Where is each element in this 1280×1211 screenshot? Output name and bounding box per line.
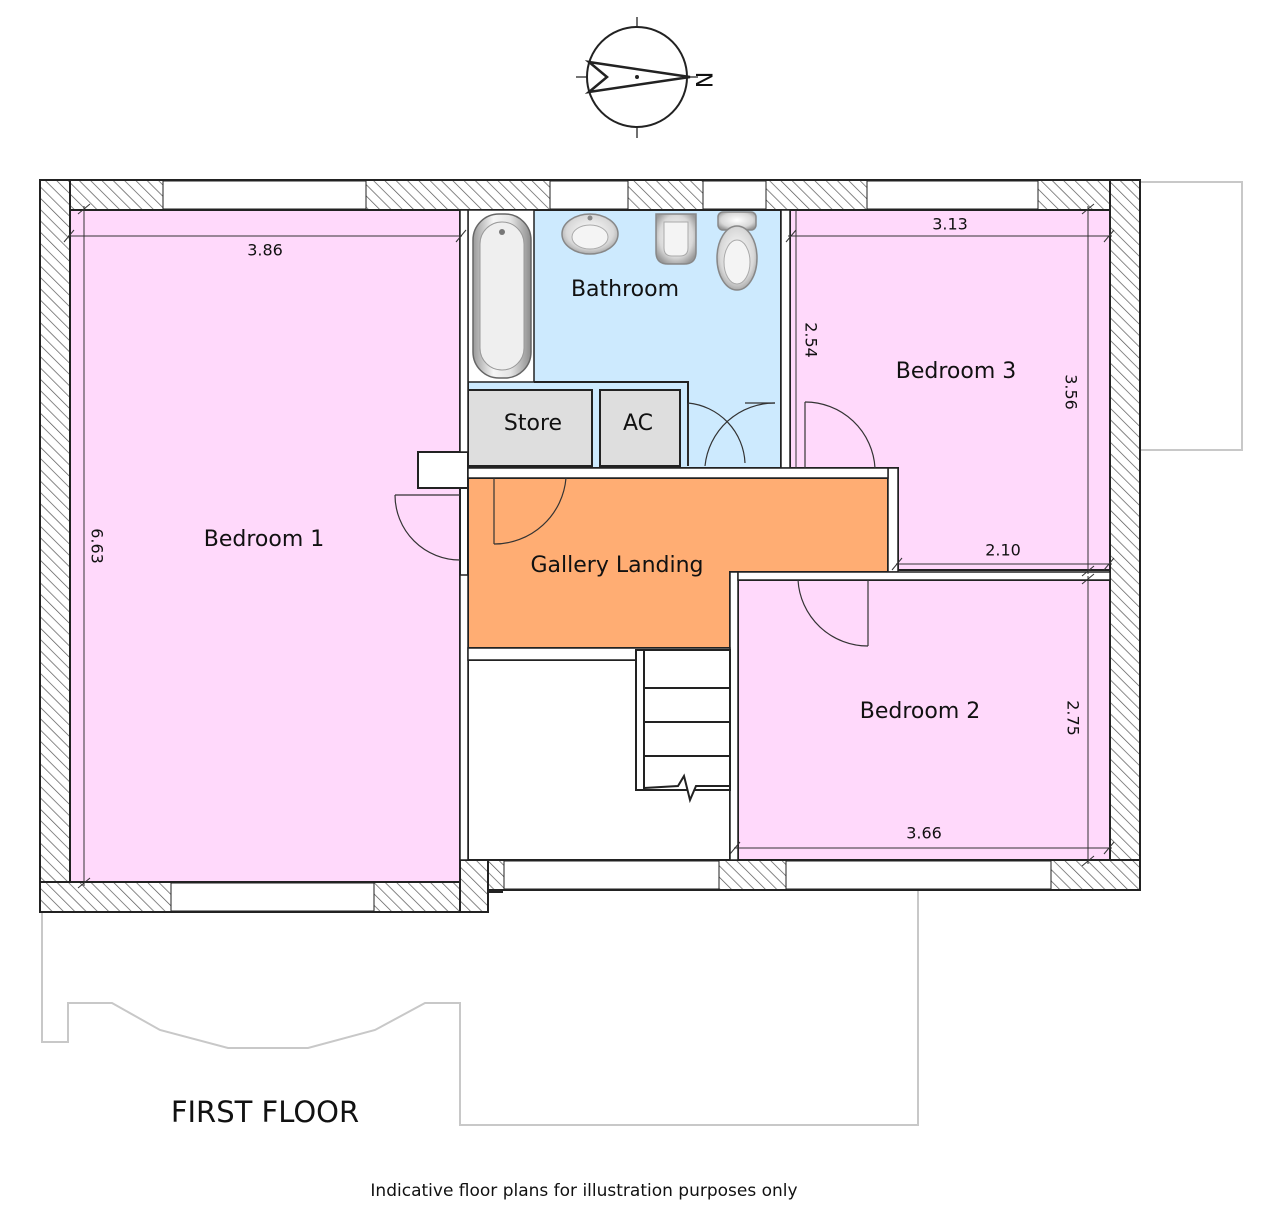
dim-bedroom3-width: 3.13 <box>932 215 968 234</box>
label-gallery-landing: Gallery Landing <box>530 553 703 578</box>
washbasin-icon <box>561 213 619 255</box>
bedroom-2-area <box>737 579 1111 861</box>
doors <box>394 401 876 647</box>
dimension-lines <box>63 203 1115 889</box>
bedroom-1-area <box>69 209 461 883</box>
store-area <box>467 389 593 467</box>
dim-bedroom2-width: 3.66 <box>906 824 942 843</box>
label-bathroom: Bathroom <box>571 277 679 302</box>
dim-bedroom3-bottom: 2.10 <box>985 541 1021 560</box>
internal-walls <box>417 209 1111 861</box>
dim-bedroom1-length: 6.63 <box>88 528 107 564</box>
bidet-icon <box>655 213 697 265</box>
compass: N <box>576 17 715 138</box>
disclaimer: Indicative floor plans for illustration … <box>370 1181 797 1201</box>
dim-bedroom2-length: 2.75 <box>1064 700 1083 736</box>
stairs <box>635 649 731 804</box>
label-bedroom-3: Bedroom 3 <box>896 359 1017 384</box>
dim-bedroom3-side: 2.54 <box>802 322 821 358</box>
ac-area <box>599 389 681 467</box>
windows <box>162 180 1052 912</box>
dim-bedroom1-width: 3.86 <box>247 241 283 260</box>
toilet-icon <box>716 211 758 291</box>
dim-bedroom3-length: 3.56 <box>1062 374 1081 410</box>
label-store: Store <box>504 411 562 436</box>
label-bedroom-2: Bedroom 2 <box>860 699 981 724</box>
north-label: N <box>690 72 715 88</box>
label-ac: AC <box>623 411 653 436</box>
lower-floor-outline <box>41 181 1243 1126</box>
label-bedroom-1: Bedroom 1 <box>204 527 325 552</box>
floor-title: FIRST FLOOR <box>171 1095 359 1129</box>
bath-tub-icon <box>472 213 532 379</box>
